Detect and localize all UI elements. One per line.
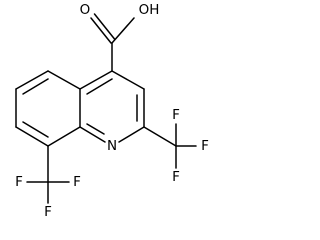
bond-c2-cf3 (143, 126, 177, 147)
bond-n1-c8a-inner (86, 123, 105, 135)
trifluoromethyl-group-right: F F F (143, 107, 209, 185)
bond-c7-c8-inner (22, 121, 49, 138)
fluorine-right-label: F (201, 138, 209, 154)
bond-c8-c8a (47, 126, 81, 147)
fluorine-top-right-label: F (172, 107, 180, 123)
bond-n1-c8a (79, 126, 106, 143)
pyridine-ring: N (79, 70, 145, 154)
carboxylic-acid-group: OH O (80, 2, 160, 72)
bond-c4-c3 (111, 70, 145, 90)
fluorine-bottom-right-label: F (172, 169, 180, 185)
bond-c4a-c4-inner (86, 78, 113, 95)
bond-carboxyl-hydroxyl (111, 17, 135, 44)
fluorine-left-label: F (15, 174, 23, 190)
bond-c2-n1 (118, 126, 145, 143)
bond-c4a-c4 (79, 70, 113, 90)
nitrogen-label: N (107, 138, 117, 154)
bond-carbonyl-double-b (93, 13, 116, 40)
fluorine-right-bottom-label: F (73, 174, 81, 190)
trifluoromethyl-group-bottom: F F F (15, 145, 81, 220)
bond-c7-c8 (15, 126, 49, 147)
carbonyl-oxygen-label: O (80, 2, 91, 18)
benzene-ring (15, 70, 81, 147)
bond-c5-c6 (15, 70, 49, 90)
bond-c4a-c5 (47, 70, 81, 90)
fluorine-bottom-label: F (44, 204, 52, 220)
bond-c5-c6-inner (22, 78, 49, 95)
chemical-structure: OH O N F F F F (15, 2, 209, 220)
bond-carbonyl-double-a (90, 17, 112, 44)
hydroxyl-label: OH (139, 2, 160, 18)
